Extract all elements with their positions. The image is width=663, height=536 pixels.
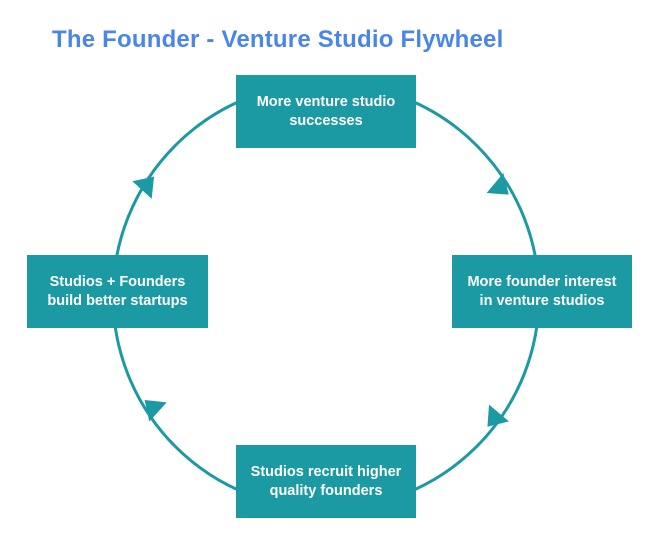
arrow-right-to-bottom <box>487 404 509 427</box>
node-label: More venture studio successes <box>256 93 396 129</box>
node-studios-recruit: Studios recruit higher quality founders <box>236 445 416 518</box>
arrow-left-to-top <box>132 176 155 199</box>
arrow-top-to-right <box>486 173 509 195</box>
node-label: More founder interest in venture studios <box>467 273 617 309</box>
node-venture-studio-successes: More venture studio successes <box>236 75 416 148</box>
node-founder-interest: More founder interest in venture studios <box>452 255 632 328</box>
diagram-title: The Founder - Venture Studio Flywheel <box>52 26 504 53</box>
node-label: Studios recruit higher quality founders <box>250 463 402 499</box>
node-label: Studios + Founders build better startups <box>47 273 188 309</box>
arrow-bottom-to-left <box>144 399 167 422</box>
node-build-better-startups: Studios + Founders build better startups <box>27 255 208 328</box>
